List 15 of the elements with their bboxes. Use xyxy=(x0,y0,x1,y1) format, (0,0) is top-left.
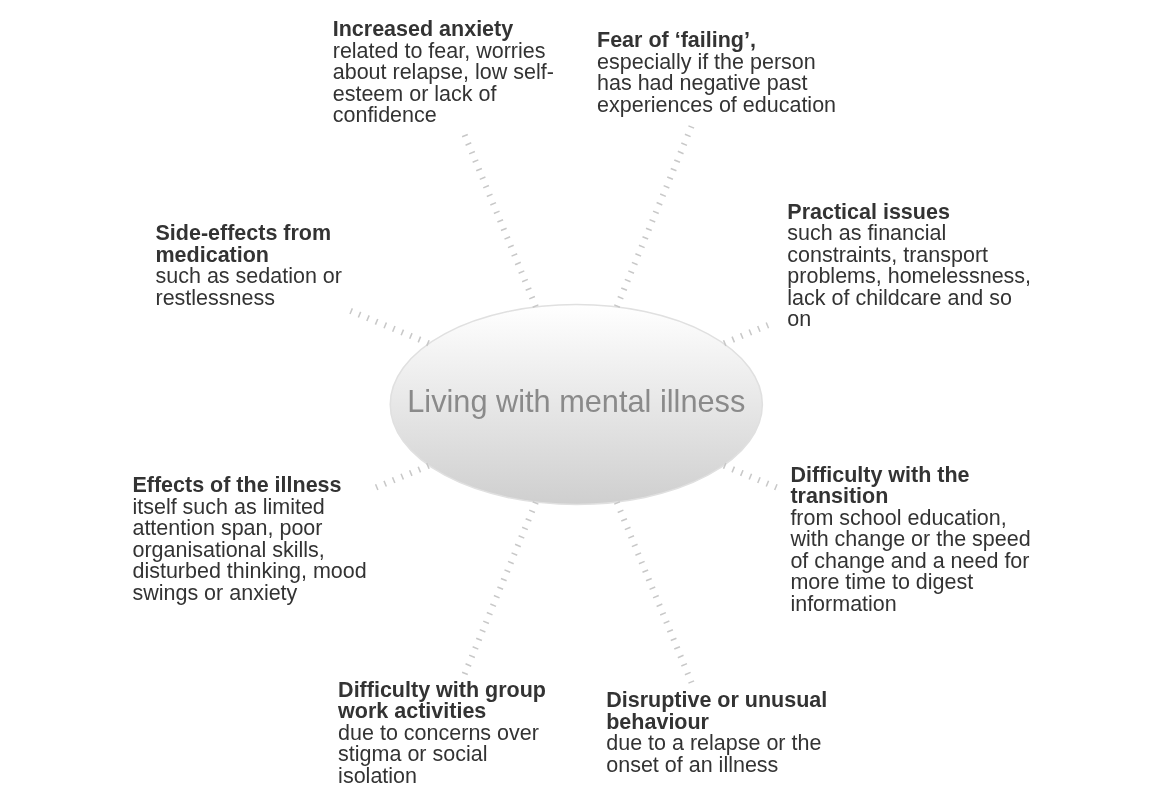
node-text: Difficulty with the transition from school education, with change or the speed of change and a need for more time to digest information xyxy=(789,462,1031,616)
node-text: Practical issues such as financial constraints, transport problems, homelessness, lack of childcare and so on xyxy=(786,199,1031,332)
node-text: Increased anxiety related to fear, worries about relapse, low self-esteem or lack of confidence xyxy=(332,17,554,128)
connector xyxy=(461,501,539,676)
connector xyxy=(461,133,539,308)
node-ellipse: Living with mental illness xyxy=(389,303,763,506)
node-text: Side-effects from medication such as sedation or restlessness xyxy=(155,221,342,310)
connector xyxy=(347,307,430,347)
node-text: Disruptive or unusual behaviour due to a relapse or the onset of an illness xyxy=(605,688,827,777)
connector xyxy=(722,462,779,491)
connector xyxy=(613,122,695,308)
node-text: Difficulty with group work activities due to concerns over stigma or social isolation xyxy=(337,677,546,788)
connector xyxy=(613,501,695,687)
node-text: Fear of ‘failing’, especially if the person has had negative past experiences of education xyxy=(596,28,836,117)
node-text: Effects of the illness itself such as limited attention span, poor organisational skills, disturbed thinking, mood swings or anxiety xyxy=(131,473,367,605)
